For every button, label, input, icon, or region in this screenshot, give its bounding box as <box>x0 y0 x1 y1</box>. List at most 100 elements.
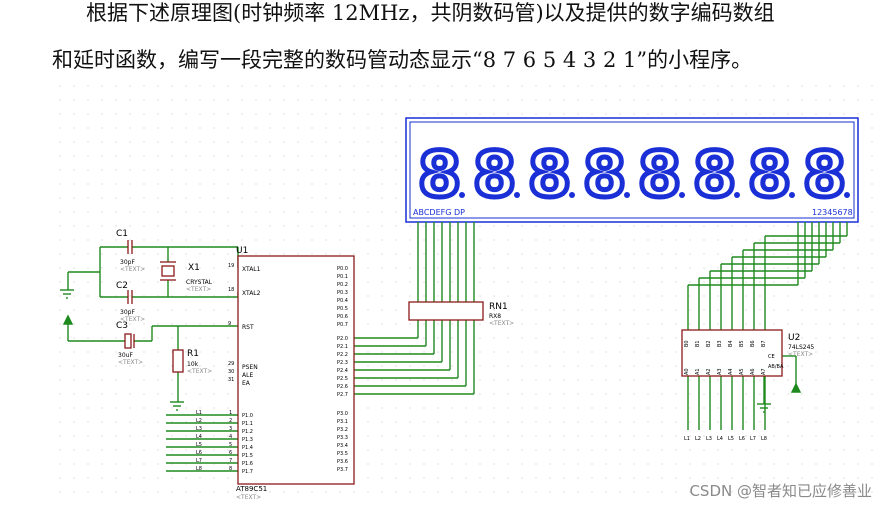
decimal-point <box>459 192 465 198</box>
u1-port3-label: P3.3 <box>337 435 348 441</box>
display-digit: 8 <box>638 138 681 211</box>
c1-value: 30pF <box>120 259 135 266</box>
r1-text: <TEXT> <box>187 368 212 375</box>
u2-top-pin: B0 <box>684 340 690 347</box>
u1-port1-pin: 3 <box>229 426 232 432</box>
u1-pin-label: EA <box>242 380 251 387</box>
u2-line-label: L5 <box>728 436 734 442</box>
line-label: L6 <box>196 450 202 456</box>
decimal-point <box>789 192 795 198</box>
display-digit: 8 <box>748 138 791 211</box>
u2-line-label: L3 <box>706 436 712 442</box>
u2-bottom-pin: A0 <box>684 368 690 375</box>
u2-line-label: L6 <box>739 436 745 442</box>
c1-text: <TEXT> <box>120 266 145 273</box>
display-digit: 8 <box>528 138 571 211</box>
u1-port1-label: P1.6 <box>242 461 253 467</box>
u1-port2-label: P2.6 <box>337 384 348 390</box>
u1-port3-label: P3.5 <box>337 451 348 457</box>
u2-line-label: L2 <box>695 436 701 442</box>
r1-value: 10k <box>187 361 199 368</box>
line-label: L5 <box>196 442 202 448</box>
line-label: L4 <box>196 434 202 440</box>
u1-port3-label: P3.6 <box>337 459 348 465</box>
u1-pin-label: XTAL2 <box>242 290 261 297</box>
u2-bottom-pin: A7 <box>761 368 767 375</box>
u2-top-pin: B1 <box>695 340 701 347</box>
u1-port1-pin: 7 <box>229 458 232 464</box>
u1-port2-label: P2.3 <box>337 360 348 366</box>
u1-pin-label: PSEN <box>242 364 258 371</box>
u1-pin-number: 9 <box>228 321 231 327</box>
u2-text: <TEXT> <box>788 351 813 358</box>
u1-port2-label: P2.2 <box>337 352 348 358</box>
decimal-point <box>679 192 685 198</box>
u1-pin-label: XTAL1 <box>242 266 261 273</box>
u2-bottom-pin: A3 <box>717 368 723 375</box>
rn1-resistor-network: RN1 RX8 <TEXT> <box>408 301 514 327</box>
u1-port3-label: P3.7 <box>337 467 348 473</box>
u1-port0-label: P0.1 <box>337 274 348 280</box>
c1-ref: C1 <box>116 229 128 239</box>
u2-side-pin: AB/BA <box>768 364 784 370</box>
u2-bottom-pin: A2 <box>706 368 712 375</box>
line-label: L3 <box>196 426 202 432</box>
u2-ref: U2 <box>788 333 800 343</box>
question-line-2: 和延时函数，编写一段完整的数码管动态显示“8 7 6 5 4 3 2 1”的小程… <box>52 48 753 72</box>
display-digit: 8 <box>693 138 736 211</box>
power-symbols <box>60 289 802 413</box>
c3-value: 30uF <box>118 352 133 359</box>
u1-port0-label: P0.3 <box>337 290 348 296</box>
u1-port2-label: P2.0 <box>337 336 348 342</box>
u1-chip: U1 AT89C51 <TEXT> XTAL119XTAL218RST9PSEN… <box>196 246 355 501</box>
u2-top-pin: B6 <box>750 340 756 347</box>
decimal-point <box>624 192 630 198</box>
watermark: CSDN @智者知已应修善业 <box>689 482 872 500</box>
u1-port3-label: P3.4 <box>337 443 348 449</box>
u1-port2-label: P2.5 <box>337 376 348 382</box>
line-label: L7 <box>196 458 202 464</box>
u2-top-pin: B3 <box>717 340 723 347</box>
u1-port1-label: P1.5 <box>242 453 253 459</box>
u1-pin-number: 30 <box>228 369 234 375</box>
position-label: 12345678 <box>812 208 853 217</box>
r1-ref: R1 <box>187 349 199 359</box>
u1-text: <TEXT> <box>236 494 261 501</box>
u2-top-pin: B2 <box>706 340 712 347</box>
u2-line-label: L8 <box>761 436 767 442</box>
decimal-point <box>734 192 740 198</box>
u2-side-pin: CE <box>768 354 775 360</box>
display-digit: 8 <box>803 138 846 211</box>
u1-port2-label: P2.1 <box>337 344 348 350</box>
line-label: L2 <box>196 418 202 424</box>
u2-line-label: L1 <box>684 436 690 442</box>
display-digit: 8 <box>583 138 626 211</box>
decimal-point <box>844 192 850 198</box>
passive-labels: C1 30pF <TEXT> C2 30pF <TEXT> X1 CRYSTAL… <box>116 229 213 375</box>
u1-port1-label: P1.4 <box>242 445 253 451</box>
u1-port3-label: P3.0 <box>337 411 348 417</box>
u2-bottom-pin: A5 <box>739 368 745 375</box>
u2-line-label: L4 <box>717 436 723 442</box>
u2-top-pin: B7 <box>761 340 767 347</box>
u1-port0-label: P0.4 <box>337 298 348 304</box>
u2-bottom-pin: A4 <box>728 368 734 375</box>
u1-port1-label: P1.2 <box>242 429 253 435</box>
u1-port1-label: P1.7 <box>242 469 253 475</box>
rn1-value: RX8 <box>489 313 501 320</box>
display-digit: 8 <box>473 138 516 211</box>
clock-and-reset-circuit <box>124 240 184 373</box>
u1-port1-pin: 4 <box>229 434 232 440</box>
x1-text: <TEXT> <box>186 286 211 293</box>
c2-ref: C2 <box>116 281 128 291</box>
u1-port1-pin: 1 <box>229 410 232 416</box>
u1-pin-label: RST <box>242 324 254 331</box>
u1-port1-pin: 8 <box>229 466 232 472</box>
u1-pin-number: 18 <box>228 287 234 293</box>
u1-port1-label: P1.0 <box>242 413 253 419</box>
segment-label: ABCDEFG DP <box>413 208 465 217</box>
rn1-ref: RN1 <box>489 302 508 312</box>
u1-pin-number: 31 <box>228 377 234 383</box>
